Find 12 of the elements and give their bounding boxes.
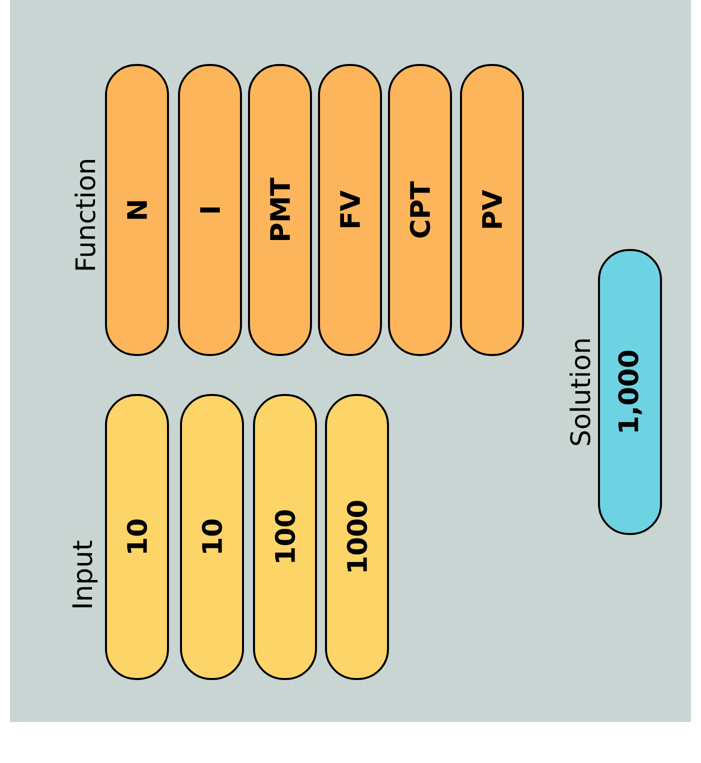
- pill-box: 1000: [325, 394, 389, 680]
- pill-box: I: [178, 64, 242, 356]
- pill-box: PMT: [248, 64, 312, 356]
- pill-box: N: [105, 64, 169, 356]
- pill-box: 100: [253, 394, 317, 680]
- pill-box: PV: [460, 64, 524, 356]
- pill-box: 10: [180, 394, 244, 680]
- pill-box: FV: [318, 64, 382, 356]
- pill-box: 1,000: [598, 249, 662, 535]
- column-heading: Solution: [570, 339, 590, 446]
- pill-box: 10: [105, 394, 169, 680]
- pill-box: CPT: [388, 64, 452, 356]
